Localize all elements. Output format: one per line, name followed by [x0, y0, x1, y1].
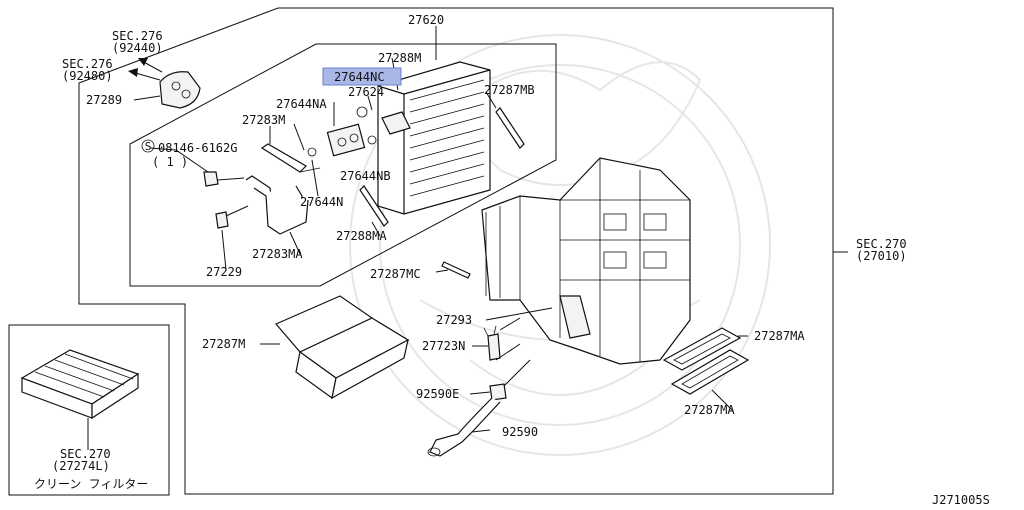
seal-27287MA-lower [670, 349, 750, 395]
seal-27288MA [359, 185, 389, 227]
cabin-filter-part [20, 349, 140, 420]
label-08146-6162G: 08146-6162G [158, 141, 237, 155]
label-sec276-a: SEC.276 [112, 29, 163, 43]
label-27229: 27229 [206, 265, 242, 279]
drain-elbow-92590E [489, 383, 507, 401]
label-27644NB: 27644NB [340, 169, 391, 183]
label-sec276-b: SEC.276 [62, 57, 113, 71]
clip-27287MC [441, 261, 471, 279]
label-92590E: 92590E [416, 387, 459, 401]
label-27293: 27293 [436, 313, 472, 327]
label-clean-filter: クリーン フィルター [34, 477, 148, 491]
evaporator-group-outline [129, 43, 557, 287]
label-92590: 92590 [502, 425, 538, 439]
label-27287MA-2: 27287MA [684, 403, 735, 417]
evaporator-core [377, 61, 491, 215]
label-27287MC: 27287MC [370, 267, 421, 281]
pipe-27283M [260, 143, 321, 173]
label-sec270-a: SEC.270 [856, 237, 907, 251]
diagram-code: J271005S [932, 493, 990, 507]
label-27287MA-1: 27287MA [754, 329, 805, 343]
highlight-27644NC [322, 67, 402, 86]
heater-unit-case [481, 157, 691, 365]
label-27288MA: 27288MA [336, 229, 387, 243]
label-27283M: 27283M [242, 113, 285, 127]
label-sec276-92480: (92480) [62, 69, 113, 83]
label-sec270-27010: (27010) [856, 249, 907, 263]
screw-symbol-letter: S [145, 140, 152, 153]
label-sec270-27274L: (27274L) [52, 459, 110, 473]
label-27644NC: 27644NC [334, 70, 385, 84]
label-27644NA: 27644NA [276, 97, 327, 111]
label-08146-qty: ( 1 ) [152, 155, 188, 169]
label-sec270-filter-a: SEC.270 [60, 447, 111, 461]
direction-arrows [128, 58, 163, 81]
bolt-27229 [215, 205, 249, 229]
duct-seal-27289 [133, 71, 201, 109]
main-assembly-outline [78, 7, 834, 495]
label-27287MB: 27287MB [484, 83, 535, 97]
drain-hose-92590 [427, 397, 501, 457]
label-27624: 27624 [348, 85, 384, 99]
label-27287M: 27287M [202, 337, 245, 351]
label-27289: 27289 [86, 93, 122, 107]
label-27283MA: 27283MA [252, 247, 303, 261]
label-27288M: 27288M [378, 51, 421, 65]
pipe-27283MA [245, 175, 309, 235]
label-27644N: 27644N [300, 195, 343, 209]
bolt-08146 [203, 171, 245, 187]
label-27620: 27620 [408, 13, 444, 27]
screw-spec-symbol: S [141, 139, 155, 153]
clean-filter-box [8, 324, 170, 496]
seal-27287MB [495, 107, 525, 149]
sensor-27723N [483, 325, 501, 361]
seal-27287MA-upper [662, 327, 742, 371]
expansion-valve [307, 106, 377, 157]
duct-27287M [275, 295, 410, 400]
label-27723N: 27723N [422, 339, 465, 353]
label-sec276-92440: (92440) [112, 41, 163, 55]
